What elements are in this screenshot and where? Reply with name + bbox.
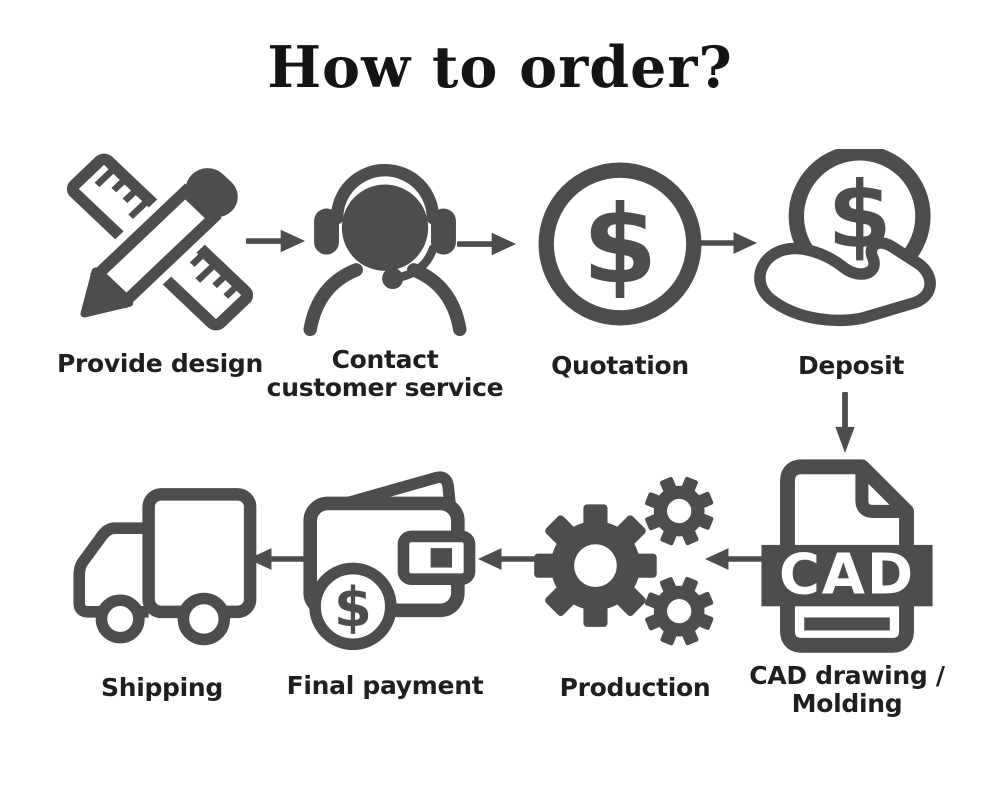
cad-file-icon: CAD <box>754 458 940 656</box>
step-label: Quotation <box>551 351 689 380</box>
headset-agent-icon <box>286 150 484 338</box>
dollar-symbol: $ <box>582 183 657 308</box>
step-label: Provide design <box>56 349 264 378</box>
hand-holding-coin-icon: $ <box>750 148 952 338</box>
dollar-symbol: $ <box>334 576 372 639</box>
flow-arrow-left-icon <box>477 546 535 572</box>
cad-badge-text: CAD <box>779 542 915 607</box>
flow-arrow-right-icon <box>457 231 517 257</box>
page-title: How to order? <box>267 34 733 101</box>
wallet-dollar-icon: $ <box>283 452 487 652</box>
delivery-truck-icon <box>58 468 266 656</box>
step-production: Production <box>528 470 742 702</box>
step-shipping: Shipping <box>52 468 272 702</box>
step-label: CAD drawing / Molding <box>749 661 945 718</box>
flow-arrow-left-icon <box>704 546 762 572</box>
step-label: Shipping <box>100 673 224 702</box>
step-label: Deposit <box>797 351 905 380</box>
flow-arrow-left-icon <box>247 546 305 572</box>
flow-arrow-right-icon <box>700 230 758 256</box>
step-label: Contact customer service <box>266 345 504 402</box>
step-label: Final payment <box>286 671 484 700</box>
step-quotation: $ Quotation <box>516 152 724 380</box>
gears-icon <box>533 470 738 654</box>
step-cad-drawing-molding: CAD CAD drawing / Molding <box>738 458 956 718</box>
step-provide-design: Provide design <box>42 146 278 378</box>
step-final-payment: $ Final payment <box>276 452 494 700</box>
dollar-circle-icon: $ <box>530 152 710 336</box>
ruler-pencil-icon <box>61 146 259 338</box>
flow-arrow-right-icon <box>246 228 306 254</box>
step-deposit: $ Deposit <box>740 148 962 380</box>
step-label: Production <box>559 673 711 702</box>
step-contact-customer-service: Contact customer service <box>267 150 504 402</box>
flow-arrow-down-icon <box>832 392 858 454</box>
